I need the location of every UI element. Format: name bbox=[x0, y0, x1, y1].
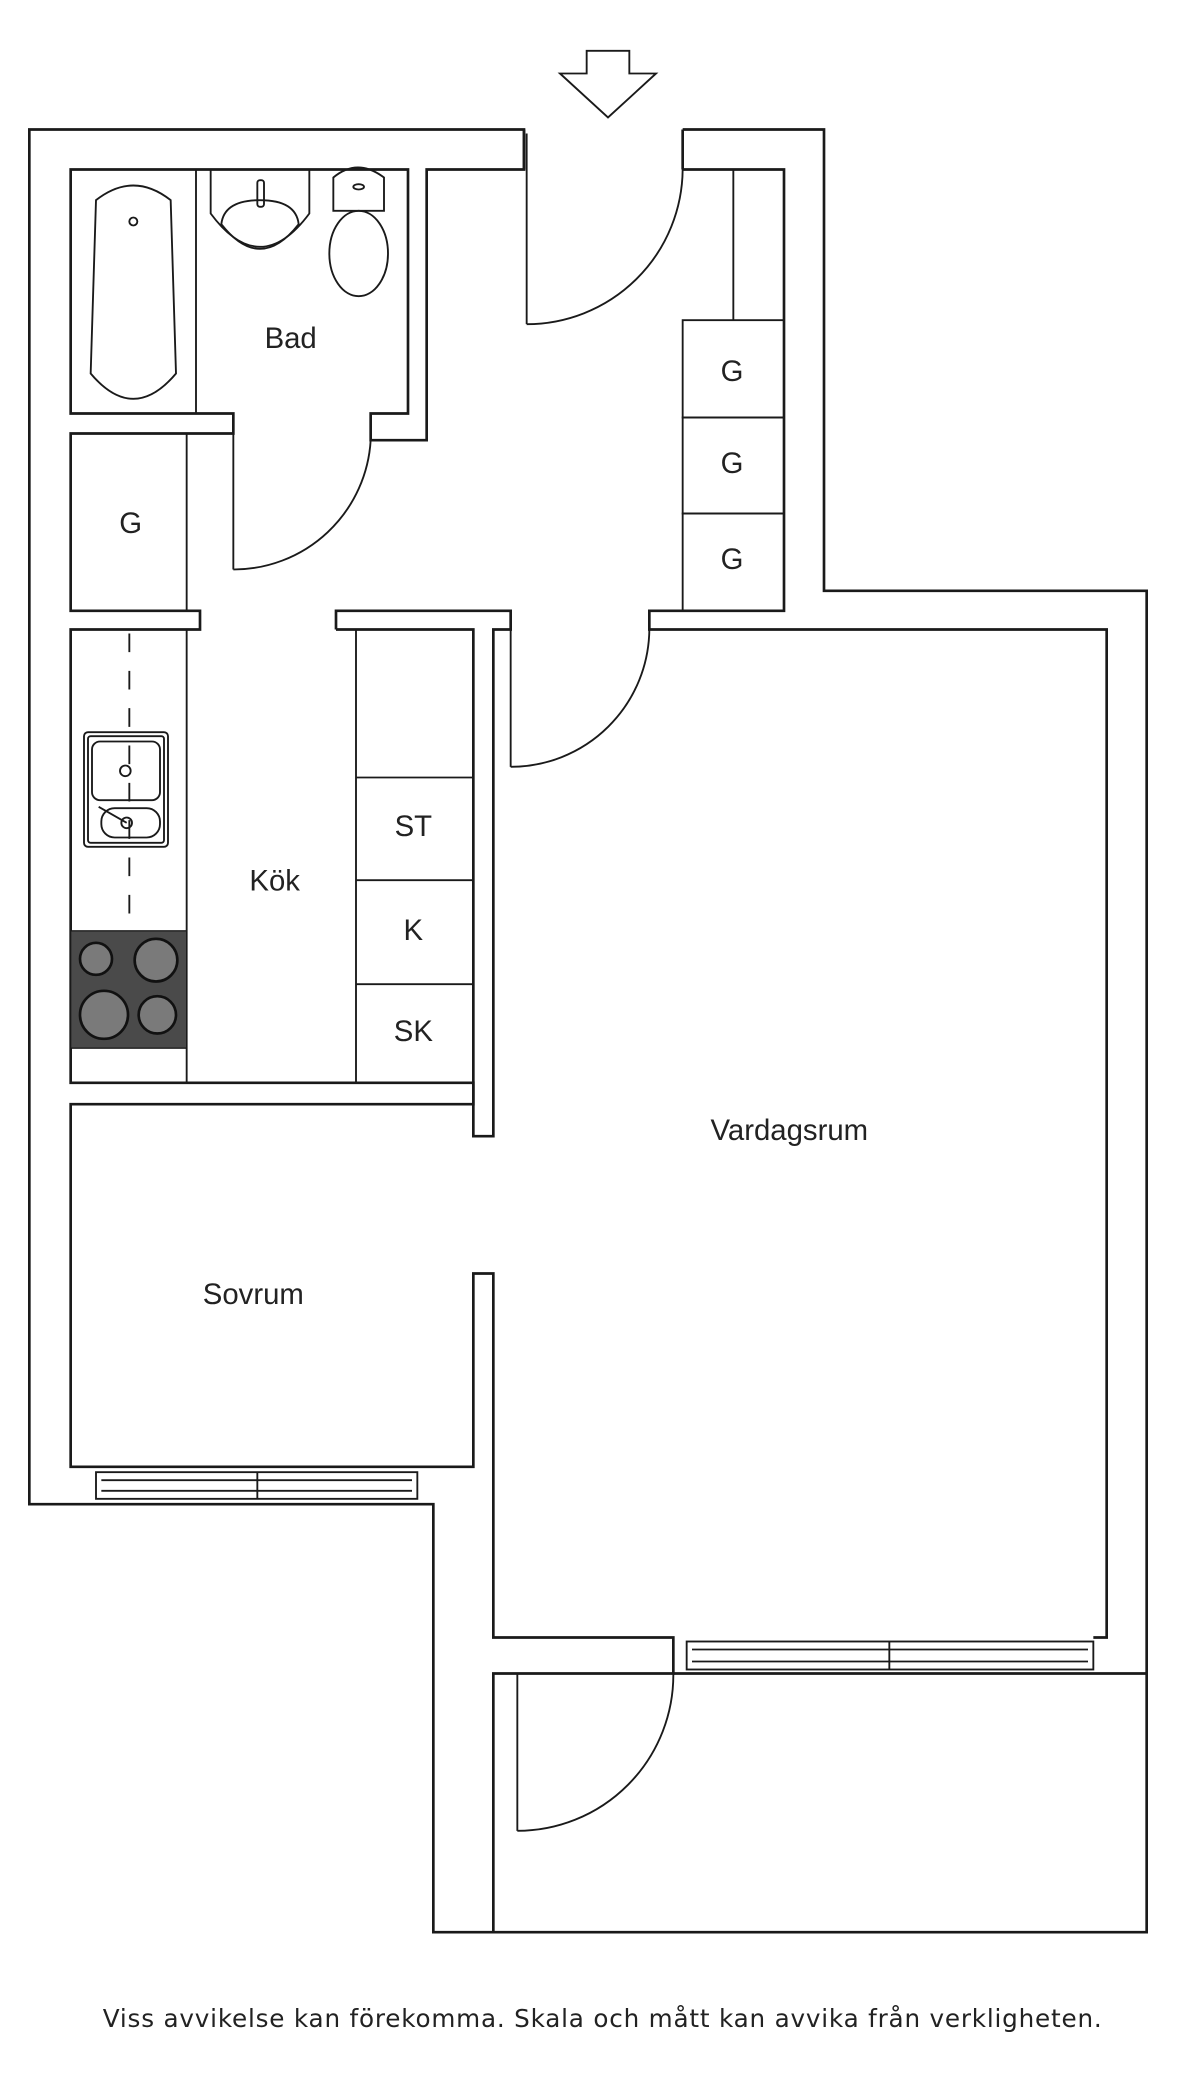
wardrobe-label: G bbox=[721, 543, 744, 576]
bedroom-window bbox=[95, 1471, 419, 1500]
wardrobe-label: G bbox=[721, 355, 744, 388]
cabinet-label: SK bbox=[394, 1015, 434, 1048]
living-room-door[interactable] bbox=[509, 629, 651, 768]
outer-wall-right bbox=[493, 128, 1148, 1934]
entrance-door[interactable] bbox=[525, 133, 684, 326]
balcony-door[interactable] bbox=[516, 1673, 675, 1832]
washbasin-icon bbox=[209, 169, 311, 250]
stove-icon bbox=[70, 930, 188, 1049]
bathroom-door[interactable] bbox=[232, 433, 372, 571]
cabinet-label: ST bbox=[395, 810, 433, 843]
bathtub-icon bbox=[89, 184, 177, 400]
outer-wall bbox=[28, 128, 675, 1934]
wardrobe bbox=[681, 512, 785, 612]
room-label-living-room: Vardagsrum bbox=[711, 1114, 869, 1147]
disclaimer: Viss avvikelse kan förekomma. Skala och … bbox=[103, 2004, 1103, 2033]
sink-icon bbox=[83, 731, 169, 848]
closet-label: G bbox=[119, 507, 142, 540]
inner-wall bbox=[334, 609, 512, 1138]
inner-wall bbox=[648, 168, 1108, 1639]
kitchen-cabinets bbox=[355, 628, 475, 1084]
room-label-bathroom: Bad bbox=[265, 322, 317, 355]
room-label-bedroom: Sovrum bbox=[203, 1278, 304, 1311]
toilet-icon bbox=[328, 166, 389, 298]
cabinet-label: K bbox=[404, 914, 424, 947]
entrance-arrow-icon bbox=[557, 49, 659, 119]
living-room-window bbox=[685, 1640, 1095, 1671]
room-label-kitchen: Kök bbox=[249, 865, 300, 898]
wardrobe-label: G bbox=[721, 447, 744, 480]
